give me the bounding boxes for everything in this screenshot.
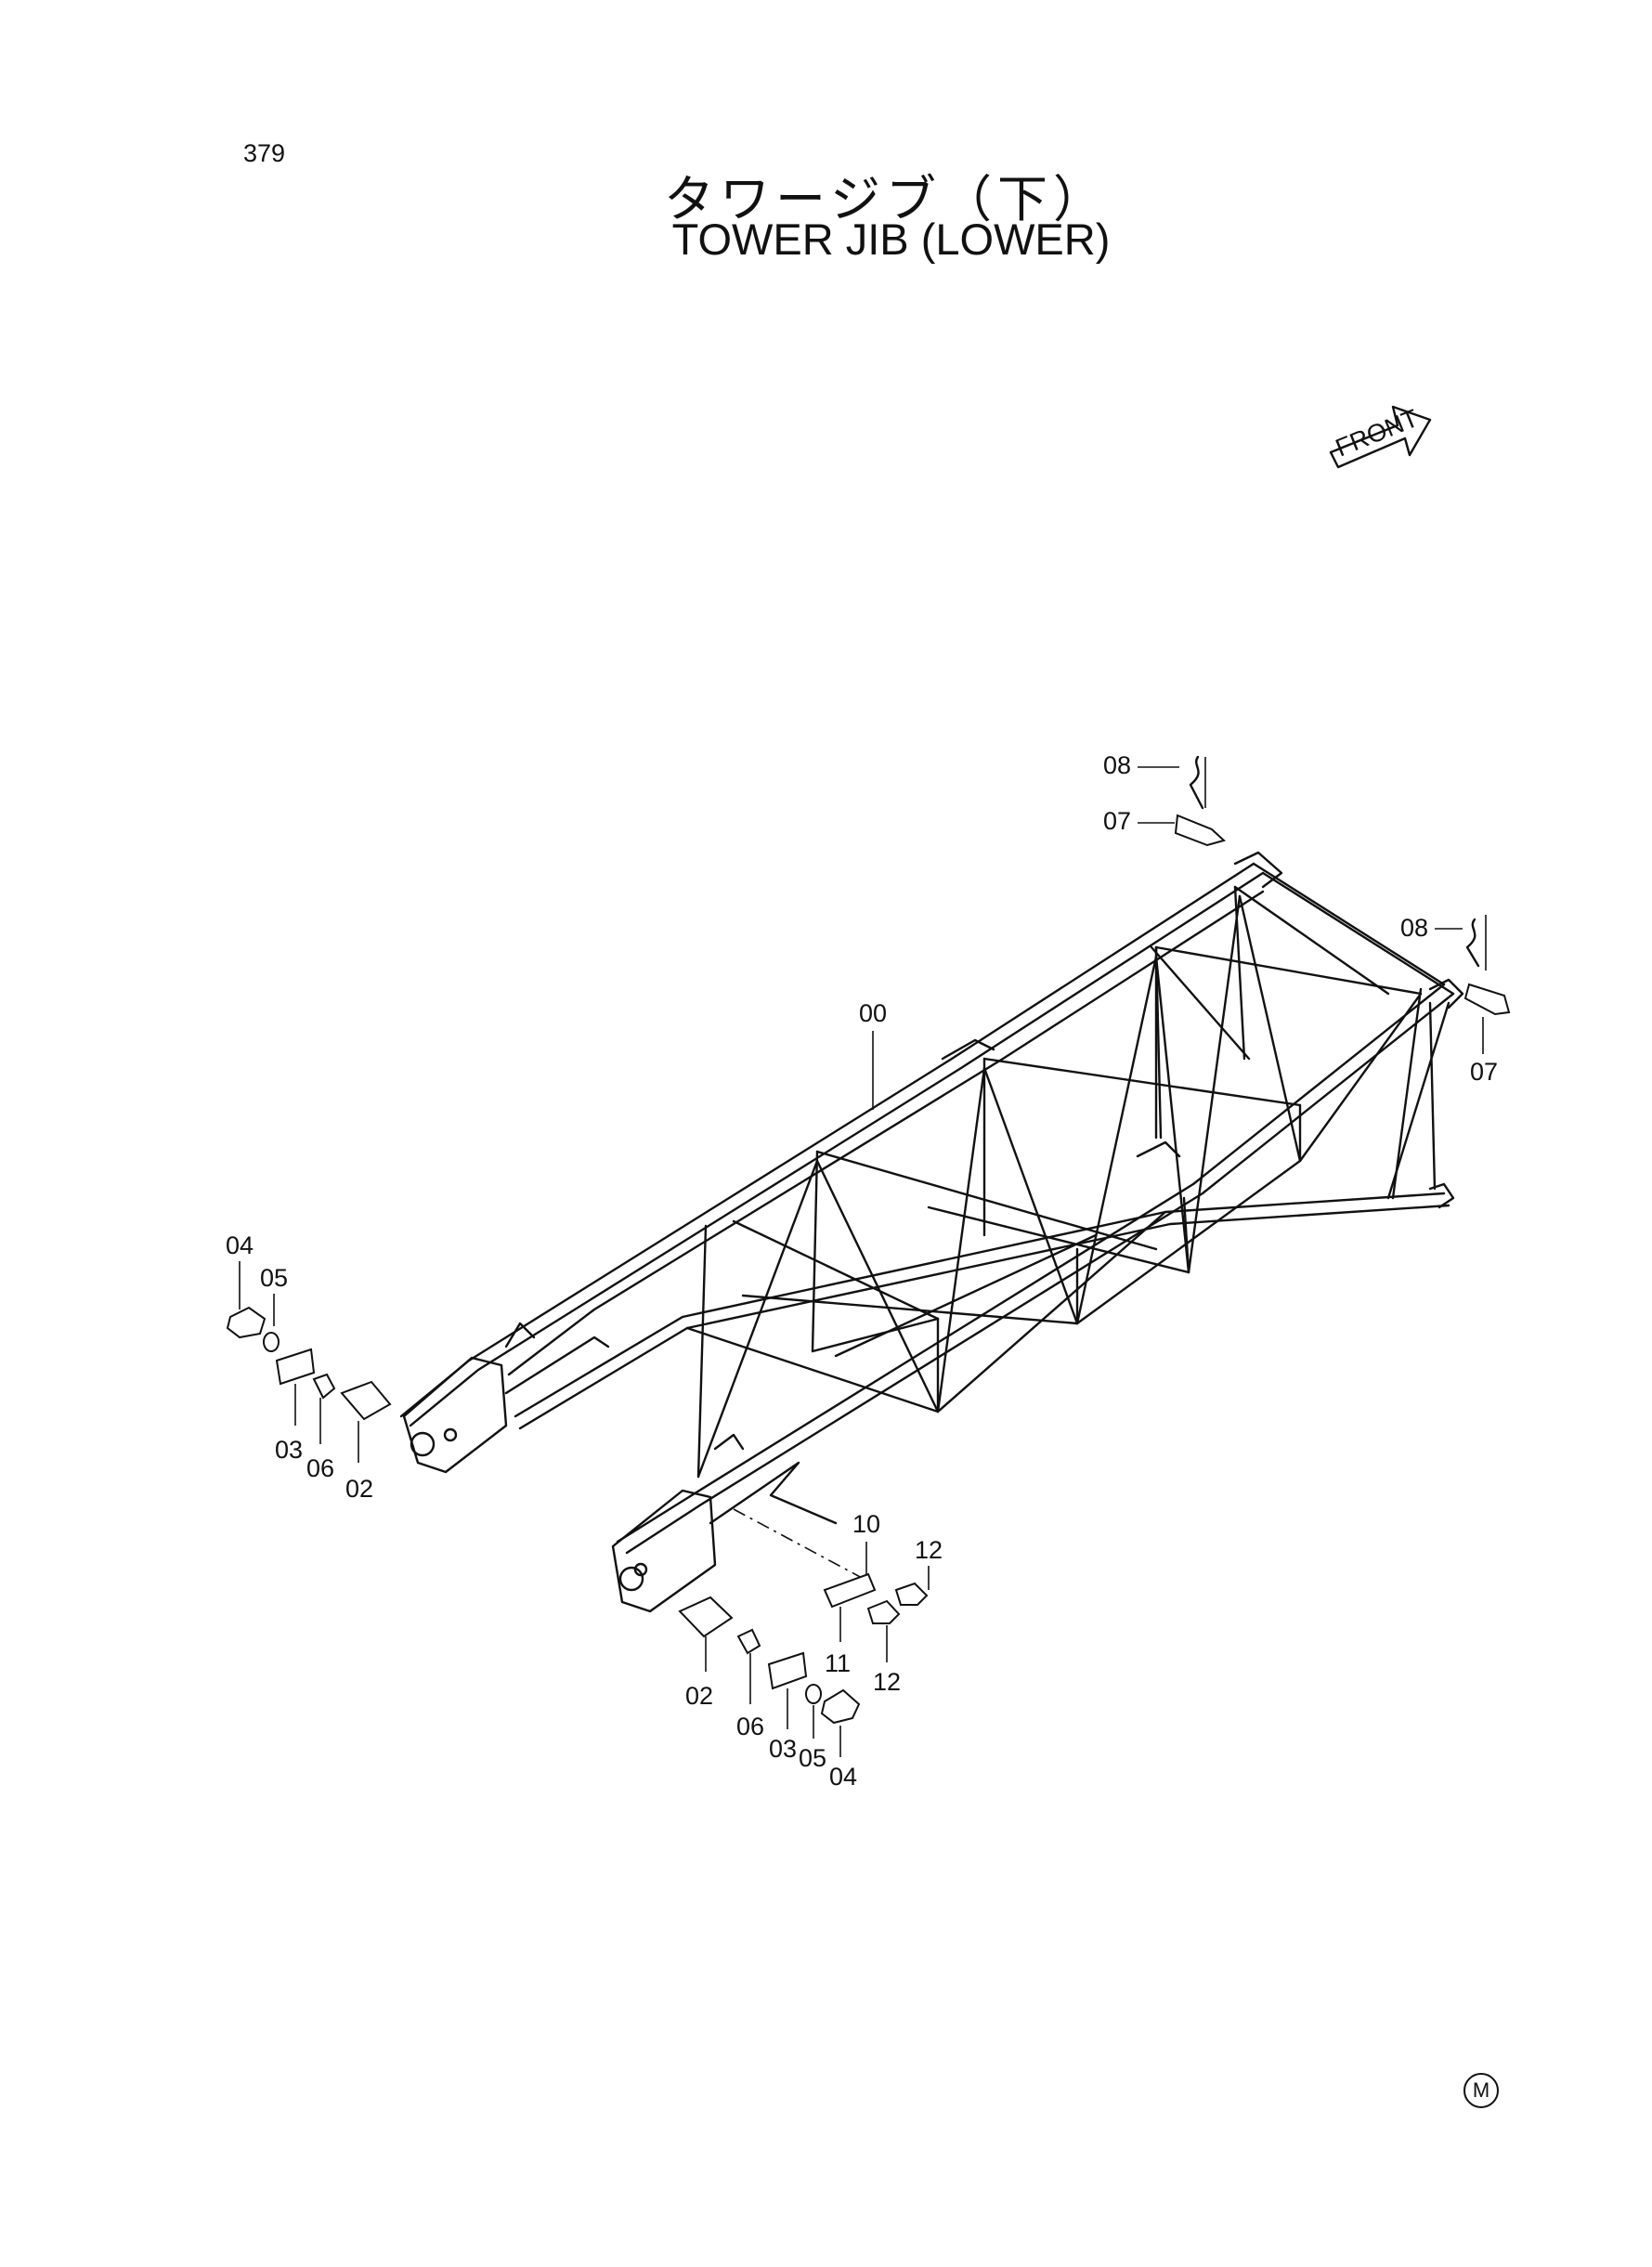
callout-label: 04 xyxy=(226,1231,254,1259)
footer-mark-icon: M xyxy=(1463,2073,1499,2108)
callout-04-left: 04 xyxy=(226,1231,267,1339)
callout-label: 12 xyxy=(915,1536,943,1564)
callout-06-lower: 06 xyxy=(736,1628,764,1740)
callout-label: 04 xyxy=(829,1763,857,1791)
callout-label: 05 xyxy=(799,1744,826,1772)
screw-icon xyxy=(866,1599,901,1624)
callout-label: 12 xyxy=(873,1668,901,1696)
tower-jib-frame xyxy=(399,851,1464,1613)
callout-08-right: 08 xyxy=(1400,914,1487,971)
callout-02-lower: 02 xyxy=(678,1596,734,1710)
callout-11: 11 xyxy=(823,1572,877,1677)
grease-fitting-icon xyxy=(312,1373,336,1400)
callout-label: 03 xyxy=(275,1436,303,1464)
snap-pin-icon xyxy=(1465,918,1480,968)
callout-05-lower: 05 xyxy=(799,1684,826,1772)
callout-07-right: 07 xyxy=(1463,983,1511,1086)
page-number: 379 xyxy=(243,139,286,167)
plate-icon xyxy=(767,1651,808,1690)
callout-00: 00 xyxy=(859,999,887,1110)
pin-icon xyxy=(340,1380,392,1421)
title-japanese: タワージブ（下） xyxy=(664,170,1109,228)
callout-label: 00 xyxy=(859,999,887,1027)
bolt-icon xyxy=(820,1688,861,1725)
callout-label: 08 xyxy=(1103,751,1131,779)
callout-04-lower: 04 xyxy=(820,1688,861,1791)
snap-pin-icon xyxy=(1189,755,1204,810)
callout-03-lower: 03 xyxy=(767,1651,808,1763)
grease-fitting-icon xyxy=(736,1628,761,1655)
washer-icon xyxy=(263,1332,280,1352)
callout-12-lower: 12 xyxy=(866,1599,901,1696)
callout-label: 07 xyxy=(1470,1058,1498,1086)
callout-label: 08 xyxy=(1400,914,1428,942)
callout-10: 10 xyxy=(852,1510,880,1574)
callout-07-upper: 07 xyxy=(1103,807,1226,847)
callout-label: 02 xyxy=(345,1475,373,1503)
callout-label: 07 xyxy=(1103,807,1131,835)
cover-plate-icon xyxy=(823,1572,877,1609)
pin-icon xyxy=(1463,983,1511,1016)
callout-03-left: 03 xyxy=(275,1348,316,1464)
callout-label: 02 xyxy=(685,1682,713,1710)
callout-label: 10 xyxy=(852,1510,880,1538)
callout-label: 06 xyxy=(306,1454,334,1482)
callout-12-upper: 12 xyxy=(894,1536,943,1606)
callout-08-upper: 08 xyxy=(1103,751,1206,810)
callout-label: 05 xyxy=(260,1264,288,1292)
plate-icon xyxy=(275,1348,316,1386)
callout-02-left: 02 xyxy=(340,1380,392,1503)
callout-label: 03 xyxy=(769,1735,797,1763)
front-arrow-icon: FRONT xyxy=(1329,404,1432,469)
pin-icon xyxy=(1174,814,1226,847)
screw-icon xyxy=(894,1582,929,1606)
callout-05-left: 05 xyxy=(260,1264,288,1352)
callout-label: 11 xyxy=(825,1649,851,1677)
title-english: TOWER JIB (LOWER) xyxy=(671,215,1111,264)
callout-label: 06 xyxy=(736,1713,764,1740)
pin-icon xyxy=(678,1596,734,1638)
bolt-icon xyxy=(226,1306,267,1339)
callout-06-left: 06 xyxy=(306,1373,336,1482)
washer-icon xyxy=(805,1684,822,1704)
